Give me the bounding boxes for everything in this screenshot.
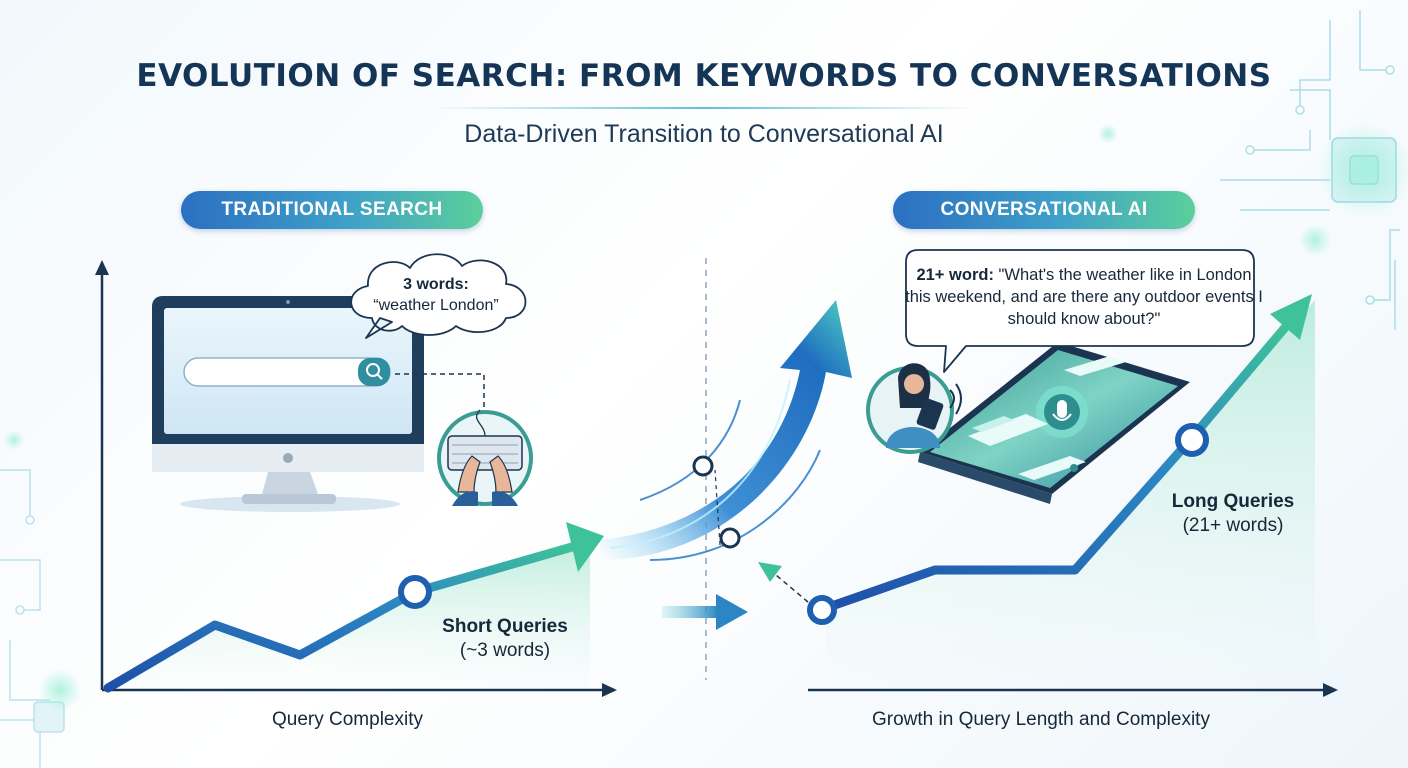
long-query-bubble-text: 21+ word: "What's the weather like in Lo…: [904, 264, 1264, 330]
page-title: EVOLUTION OF SEARCH: FROM KEYWORDS TO CO…: [136, 58, 1272, 94]
short-query-word-count: 3 words:: [403, 276, 469, 293]
short-queries-label: Short Queries (~3 words): [420, 615, 590, 663]
hands-typing-keyboard-icon: [437, 409, 533, 506]
page-subtitle: Data-Driven Transition to Conversational…: [464, 120, 944, 148]
short-queries-title: Short Queries: [442, 616, 568, 637]
title-underline: [430, 107, 978, 109]
long-queries-detail: (21+ words): [1182, 515, 1284, 536]
left-trend-line: [103, 542, 577, 693]
right-trend-arrowhead: [1270, 294, 1312, 340]
glow-dot: [1299, 224, 1331, 256]
long-queries-title: Long Queries: [1171, 491, 1295, 512]
desktop-monitor-search-icon: [152, 296, 485, 512]
short-queries-detail: (~3 words): [459, 640, 551, 661]
left-x-axis-label: Query Complexity: [272, 709, 423, 730]
right-x-arrowhead: [1323, 683, 1338, 697]
glow-dot: [1317, 122, 1408, 218]
left-y-arrowhead: [95, 260, 109, 275]
long-query-word-count: 21+ word:: [916, 266, 994, 284]
short-query-example: “weather London”: [373, 297, 499, 314]
circuit-decoration-left: [0, 469, 65, 768]
long-queries-label: Long Queries (21+ words): [1150, 490, 1316, 538]
left-x-arrowhead: [602, 683, 617, 697]
conversational-start-point: [807, 595, 837, 625]
short-query-bubble-text: 3 words: “weather London”: [356, 274, 516, 316]
right-x-axis-label: Growth in Query Length and Complexity: [872, 709, 1210, 730]
glow-dot: [1098, 124, 1118, 144]
right-trend-line: [821, 319, 1293, 613]
long-query-speech-bubble: [905, 249, 1255, 373]
short-query-cloud-bubble: [350, 253, 527, 339]
right-area-fill: [826, 300, 1315, 688]
smartphone-voice-assistant-icon: [918, 342, 1190, 504]
traditional-search-heading: TRADITIONAL SEARCH: [181, 191, 483, 229]
long-query-point: [1175, 423, 1209, 457]
left-trend-arrowhead: [566, 522, 604, 572]
person-with-tablet-icon: [866, 363, 962, 454]
short-query-point: [398, 575, 432, 609]
glow-dot: [38, 668, 82, 712]
glow-dot: [4, 430, 24, 450]
conversational-ai-heading: CONVERSATIONAL AI: [893, 191, 1195, 229]
long-query-example: "What's the weather like in London this …: [905, 266, 1263, 328]
rising-arrow-icon: [600, 300, 852, 630]
